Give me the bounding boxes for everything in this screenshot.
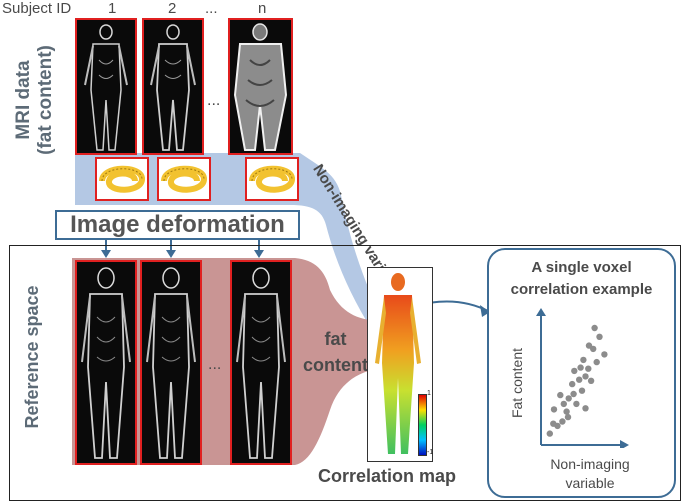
fat-content-label-line2: content [303, 355, 368, 375]
scatter-xlabel-line1: Non-imaging [550, 456, 630, 472]
scatter-point-18 [580, 356, 587, 364]
scatter-point-4 [550, 406, 558, 413]
subject-label-ellipsis: ... [205, 0, 218, 17]
colorbar [418, 394, 427, 456]
voxel-example-title: A single voxel correlation example [487, 257, 676, 301]
voxel-example-title-line2: correlation example [510, 281, 653, 298]
scatter-point-15 [571, 367, 578, 375]
arrow-to-scatter-head [480, 305, 490, 317]
scatter-point-0 [546, 430, 553, 437]
scatter-xlabel-line2: variable [565, 475, 615, 491]
scatter-point-20 [593, 358, 600, 366]
voxel-example-box [487, 248, 676, 498]
scatter-point-21 [585, 342, 593, 349]
colorbar-min-label: -1 [427, 449, 434, 456]
mri-data-title: MRI data (fat content) [13, 25, 57, 175]
scatter-y-axis-arrow [536, 308, 546, 316]
registered-scan-1 [75, 260, 137, 465]
scatter-plot [536, 308, 629, 448]
scatter-xlabel: Non-imaging variable [510, 455, 670, 493]
subject-label-2: 2 [168, 0, 177, 17]
scatter-point-11 [569, 380, 576, 388]
colorbar-max-label: 1 [427, 390, 431, 397]
body-scan-image [236, 267, 286, 459]
registered-scan-2 [140, 260, 202, 465]
scatter-ylabel: Fat content [509, 347, 525, 419]
voxel-example-title-line1: A single voxel [531, 259, 632, 276]
scatter-point-17 [587, 377, 595, 384]
fat-content-label-line1: fat [324, 329, 347, 349]
scatter-point-12 [576, 376, 583, 383]
scatter-point-3 [559, 418, 566, 425]
ellipsis-bottom: ... [208, 356, 222, 373]
subject-label-n: n [258, 0, 267, 17]
ellipsis-top: ... [207, 92, 221, 109]
scatter-point-27 [577, 364, 584, 371]
scatter-point-6 [563, 408, 570, 415]
scatter-point-2 [554, 422, 561, 430]
scatter-x-axis-arrow [620, 440, 629, 448]
image-deformation-box: Image deformation [55, 210, 300, 240]
scatter-point-26 [564, 413, 572, 421]
subject-id-label: Subject ID [2, 0, 72, 17]
down-arrow-2-head [166, 250, 176, 258]
scatter-point-9 [570, 390, 577, 398]
scatter-point-23 [601, 351, 608, 358]
correlation-map-image [375, 273, 421, 454]
mri-data-title-line2: (fat content) [35, 45, 56, 155]
correlation-map-panel: 1 -1 [367, 267, 433, 462]
body-scan-image [81, 267, 131, 459]
subject-scan-1 [75, 18, 137, 155]
correlation-map-label: Correlation map [318, 466, 457, 486]
subject-scan-n [228, 18, 293, 155]
registered-scan-n [230, 260, 292, 465]
body-scan-image [150, 24, 196, 151]
scatter-point-22 [596, 333, 603, 340]
mri-data-title-line1: MRI data [13, 60, 34, 140]
down-arrow-1-head [101, 250, 111, 258]
scatter-point-8 [557, 391, 564, 399]
ribbon-icon-n [245, 157, 299, 201]
scatter-point-14 [582, 373, 589, 380]
ribbon-icon-1 [95, 157, 149, 201]
scatter-point-16 [585, 365, 592, 372]
ribbon-icon-2 [157, 157, 211, 201]
scatter-point-25 [582, 405, 589, 412]
subject-label-1: 1 [108, 0, 117, 17]
scatter-point-7 [565, 395, 572, 402]
scatter-point-10 [573, 400, 580, 408]
non-imaging-flow-band [75, 153, 382, 330]
fat-content-label: fat content [298, 326, 373, 378]
reference-space-box [9, 245, 681, 501]
down-arrow-3-head [254, 250, 264, 258]
body-scan-image [233, 23, 288, 151]
scatter-points [546, 324, 608, 437]
body-scan-image [84, 24, 128, 151]
scatter-point-5 [560, 400, 567, 408]
body-scan-image [146, 267, 196, 459]
subject-scan-2 [142, 18, 204, 155]
scatter-point-13 [578, 387, 586, 394]
scatter-point-24 [591, 324, 598, 332]
